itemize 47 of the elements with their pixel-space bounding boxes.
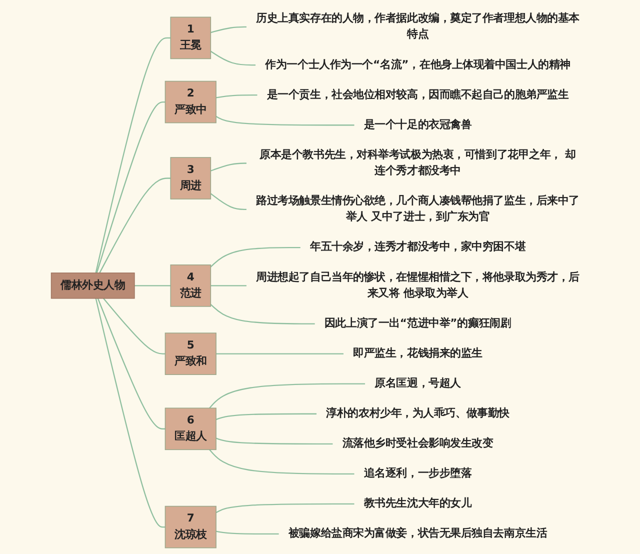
connector [209, 449, 355, 474]
connector [134, 285, 171, 286]
node-text: 作为一个士人作为一个“名流”，在他身上体现着中国士人的精神 [265, 58, 570, 71]
connector [216, 353, 344, 354]
connector [216, 503, 355, 514]
connector [210, 285, 247, 286]
connector [103, 298, 166, 354]
connector [96, 101, 166, 274]
connector [210, 304, 316, 324]
connector [216, 413, 317, 420]
node-box: 2 严致中 [164, 80, 216, 124]
connector [209, 383, 366, 408]
node-box: 1 王冕 [170, 16, 212, 60]
connector [210, 26, 247, 34]
connector [97, 298, 166, 430]
node-text: 原本是个教书先生，对科举考试极为热衷，可惜到了花甲之年， 却连个秀才都没考中 [260, 148, 576, 178]
node-box: 3 周进 [170, 157, 212, 200]
node-text: 年五十余岁，连秀才都没考中，家中穷困不堪 [310, 241, 526, 254]
node-text: 是一个贡生，社会地位相对较高，因而瞧不起自己的胞弟严监生 [266, 88, 569, 101]
node-text: 周进想起了自己当年的惨状，在惺惺相惜之下，将他录取为秀才，后来又将 他录取为举人 [256, 271, 580, 300]
node-text: 教书先生沈大年的女儿 [364, 497, 472, 510]
node-box: 6 匡超人 [164, 408, 216, 450]
node-box: 5 严致和 [164, 332, 216, 375]
connector [216, 94, 258, 98]
connector [216, 438, 334, 444]
node-box: 7 沈琼枝 [164, 506, 216, 548]
node-box: 儒林外史人物 [50, 272, 135, 299]
node-text: 流落他乡时受社会影响发生改变 [342, 437, 494, 450]
node-text: 历史上真实存在的人物，作者据此改编，奠定了作者理想人物的基本特点 [256, 12, 580, 41]
connector [210, 50, 256, 66]
node-text: 因此上演了一出“范进中举”的癫狂闹剧 [324, 317, 512, 330]
node-text: 追名逐利，一步步堕落 [364, 467, 472, 480]
node-text: 原名匡迥，号超人 [374, 377, 461, 390]
connector [210, 162, 247, 172]
connector [95, 37, 171, 274]
connector [216, 530, 280, 535]
node-text: 路过考场触景生情伤心欲绝，几个商人凑钱帮他捐了监生，后来中了举人 又中了进士，到广东为官 [256, 194, 580, 224]
connector [99, 178, 171, 274]
connector [210, 193, 247, 210]
connector [210, 246, 301, 268]
connector [216, 116, 355, 126]
node-box: 4 范进 [170, 264, 212, 307]
connector [95, 298, 166, 528]
node-text: 淳朴的农村少年，为人乖巧、做事勤快 [326, 407, 510, 420]
node-text: 被骗嫁给盐商宋为富做妾，状告无果后独自去南京生活 [288, 527, 548, 540]
node-text: 即严监生，花钱捐来的监生 [353, 347, 482, 360]
node-text: 是一个十足的衣冠禽兽 [364, 118, 472, 131]
